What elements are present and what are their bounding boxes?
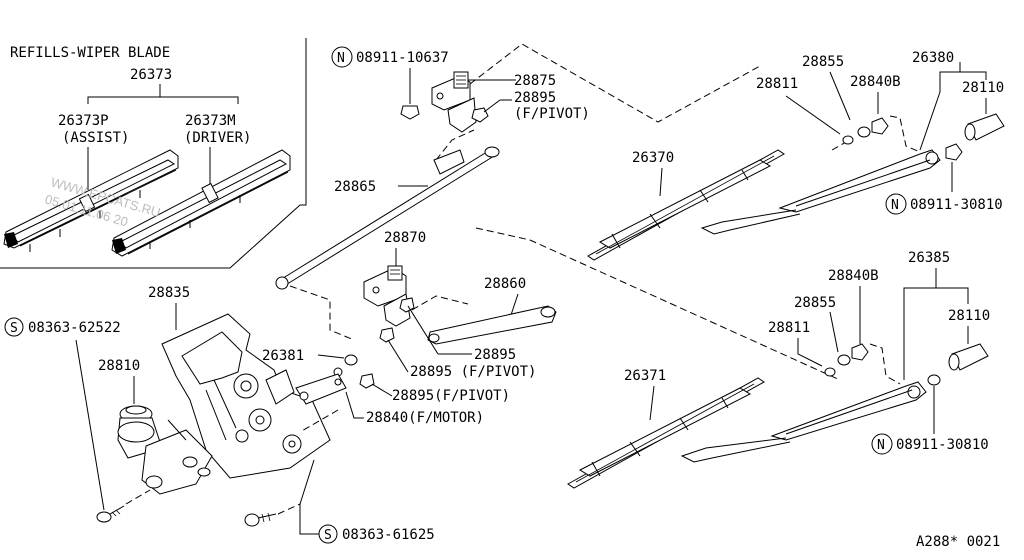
nut-b-prefix-n: N <box>877 438 885 453</box>
part-26371: 26371 <box>624 368 666 384</box>
bracket-28835: 28835 <box>148 285 331 479</box>
dash-lower-pivot <box>475 227 841 381</box>
nut-top-part <box>400 105 420 120</box>
refills-part-number: 26373 <box>130 67 172 83</box>
nut-28895-mid <box>399 297 415 313</box>
arm-26380-group: 28855 26380 28811 28840B 28110 N 08911-3… <box>700 50 1005 235</box>
driver-refill <box>111 149 291 257</box>
refills-title: REFILLS-WIPER BLADE <box>10 45 170 61</box>
screw-left-number: 08363-62522 <box>28 320 121 336</box>
part-28110-b: 28110 <box>948 308 990 324</box>
blade-26371: 26371 <box>567 368 765 489</box>
nut-symbol-icon <box>331 46 353 68</box>
screw-bottom-part <box>244 513 260 527</box>
part-28875: 28875 <box>514 73 556 89</box>
top-pivot-group: N 08911-10637 28875 28895 (F/PIVOT) <box>331 46 590 133</box>
part-28870: 28870 <box>384 230 426 246</box>
nut-28840B-b <box>851 343 869 361</box>
part-28855-a: 28855 <box>802 54 844 70</box>
nut-symbol-b-icon <box>871 433 893 455</box>
nut-symbol-a-icon <box>885 193 907 215</box>
assist-part-number: 26373P <box>58 113 109 129</box>
screw-bottom-group: S 08363-61625 <box>244 459 435 544</box>
link-rod-28865: 28865 <box>275 146 500 290</box>
part-26380: 26380 <box>912 50 954 66</box>
part-28840B-b: 28840B <box>828 268 879 284</box>
washer-28811-a <box>842 135 854 145</box>
screw-symbol-icon <box>4 317 24 337</box>
part-28811-a: 28811 <box>756 76 798 92</box>
screw-bottom-symbol-icon <box>318 524 338 544</box>
arm-26385-group: 26385 28840B 28855 28110 28811 N 08911-3… <box>680 250 990 463</box>
diagram-code: A288* 0021 <box>916 534 1000 550</box>
nut-28840B-a <box>871 117 889 135</box>
crank-cluster: 26381 28895(F/PIVOT) 28840(F/MOTOR) <box>262 348 510 433</box>
nut-prefix-n: N <box>337 51 345 66</box>
part-26370: 26370 <box>632 150 674 166</box>
refills-bracket <box>87 96 239 104</box>
nut-a-number: 08911-30810 <box>910 197 1003 213</box>
part-28895-top-note: (F/PIVOT) <box>514 106 590 122</box>
pivot-28870-group: 28870 <box>363 230 426 343</box>
screw-left-group: S 08363-62522 <box>4 317 151 523</box>
washer-28855-b <box>837 354 851 366</box>
nut-08911-30810-b <box>927 374 941 386</box>
nut-26381 <box>344 354 358 366</box>
inset-border <box>0 38 307 269</box>
part-28895-mid: 28895 <box>474 347 516 363</box>
part-28895-pivot2: 28895(F/PIVOT) <box>392 388 510 404</box>
driver-part-number: 26373M <box>185 113 236 129</box>
nut-b-number: 08911-30810 <box>896 437 989 453</box>
blade-26370: 26370 <box>587 149 785 261</box>
screw-left-part <box>96 511 112 523</box>
nut-a-prefix-n: N <box>891 198 899 213</box>
nut-08911-30810-a <box>945 143 963 161</box>
part-28865: 28865 <box>334 179 376 195</box>
nut-28895-motor <box>359 373 375 389</box>
part-28895-pivot: 28895 (F/PIVOT) <box>410 364 536 380</box>
screw-prefix-s: S <box>10 321 18 336</box>
part-28860: 28860 <box>484 276 526 292</box>
screw-bottom-prefix-s: S <box>324 528 332 543</box>
part-28110-a: 28110 <box>962 80 1004 96</box>
part-28835: 28835 <box>148 285 190 301</box>
refills-inset: REFILLS-WIPER BLADE 26373 26373P (ASSIST… <box>0 38 307 269</box>
part-28855-b: 28855 <box>794 295 836 311</box>
washer-28855-a <box>857 126 871 138</box>
part-26385: 26385 <box>908 250 950 266</box>
screw-bottom-number: 08363-61625 <box>342 527 435 543</box>
part-28811-b: 28811 <box>768 320 810 336</box>
nut-28895-pivot <box>379 327 395 343</box>
part-28895-top: 28895 <box>514 90 556 106</box>
part-28840-motor: 28840(F/MOTOR) <box>366 410 484 426</box>
nut-top-number: 08911-10637 <box>356 50 449 66</box>
link-28860: 28860 <box>411 276 557 345</box>
washer-28811-b <box>824 367 836 377</box>
part-26381: 26381 <box>262 348 304 364</box>
part-28840B-a: 28840B <box>850 74 901 90</box>
assist-label: (ASSIST) <box>62 130 129 146</box>
assist-refill <box>3 149 179 252</box>
motor-28810: 28810 <box>98 358 213 495</box>
dash-pivot-to-blade <box>469 43 761 123</box>
part-28810: 28810 <box>98 358 140 374</box>
driver-label: (DRIVER) <box>184 130 251 146</box>
